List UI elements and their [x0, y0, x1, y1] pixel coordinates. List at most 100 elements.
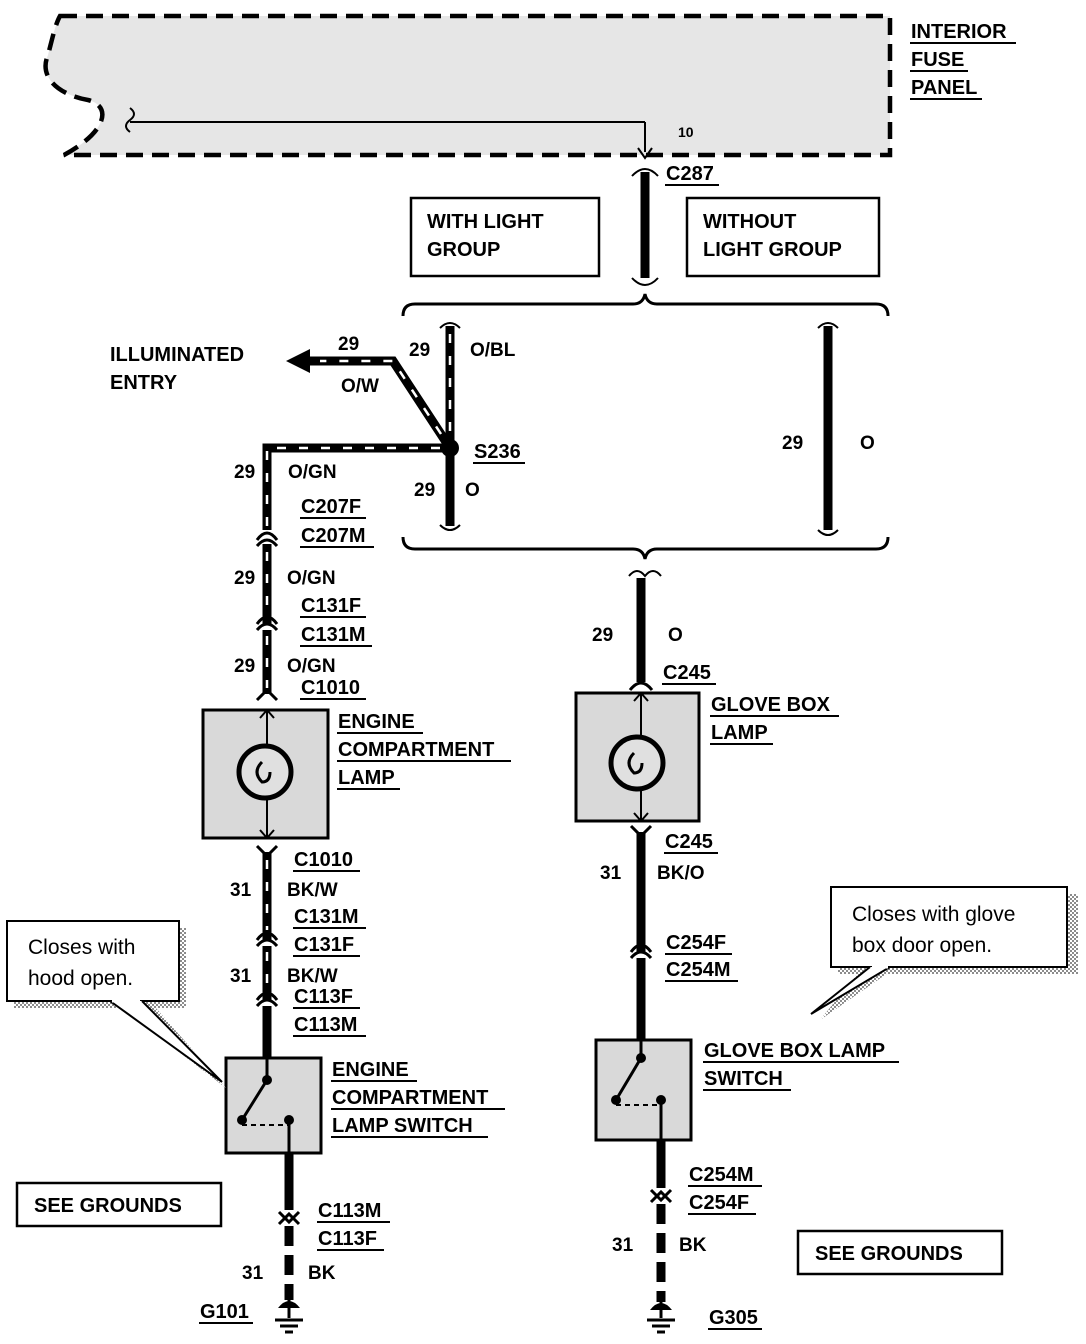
lamp-bulb-icon — [608, 734, 666, 792]
circuit-ogn-mid1-num: 29 — [234, 568, 255, 589]
without-light-group-line1: WITHOUT — [703, 211, 796, 233]
circuit-o-splice-color: O — [465, 480, 480, 501]
c113f-lower-label: C113F — [318, 1228, 377, 1250]
hood-note-callout: Closes with hood open. — [6, 920, 226, 1088]
circuit-bk-left-color: BK — [308, 1263, 336, 1284]
circuit-bk-right-num: 31 — [612, 1235, 634, 1256]
illuminated-entry-color: O/W — [341, 376, 379, 397]
circuit-ogn-top-color: O/GN — [288, 462, 337, 483]
illuminated-entry-line1: ILLUMINATED — [110, 344, 244, 366]
engine-switch-line2: COMPARTMENT — [332, 1087, 488, 1109]
lamp-bulb-icon — [236, 743, 294, 801]
g101-ground-icon — [275, 1300, 303, 1334]
g101-label: G101 — [200, 1301, 249, 1323]
circuit-o-without-color: O — [860, 433, 875, 454]
c254f-lower-label: C254F — [689, 1192, 749, 1214]
hood-note-line1: Closes with — [28, 936, 135, 959]
circuit-ogn-mid1-color: O/GN — [287, 568, 336, 589]
c131m-lower-label: C131M — [294, 906, 358, 928]
circuit-bkw2-num: 31 — [230, 966, 252, 987]
engine-lamp-line3: LAMP — [338, 767, 395, 789]
switch-contact-icon — [614, 1057, 643, 1101]
glove-switch-line2: SWITCH — [704, 1068, 783, 1090]
c131f-lower-label: C131F — [294, 934, 354, 956]
c254m-lower-label: C254M — [689, 1164, 753, 1186]
circuit-ogn-mid2-num: 29 — [234, 656, 255, 677]
glovebox-branch-wiring — [628, 570, 673, 1302]
g305-label: G305 — [709, 1307, 758, 1329]
with-light-group-box: WITH LIGHT GROUP — [409, 196, 601, 278]
circuit-ogn-top-num: 29 — [234, 462, 255, 483]
see-grounds-left: SEE GROUNDS — [15, 1181, 223, 1228]
fuse-panel-title-1: INTERIOR — [911, 21, 1007, 43]
circuit-bkw1-color: BK/W — [287, 880, 338, 901]
c131m-upper-label: C131M — [301, 624, 365, 646]
with-light-group-line2: GROUP — [427, 239, 500, 261]
engine-lamp-line2: COMPARTMENT — [338, 739, 494, 761]
circuit-o-splice-num: 29 — [414, 480, 435, 501]
circuit-bko-color: BK/O — [657, 863, 705, 884]
splice-s236-label: S236 — [474, 441, 521, 463]
with-light-group-line1: WITH LIGHT — [427, 211, 544, 233]
glove-note-line2: box door open. — [852, 934, 992, 957]
engine-compartment-lamp — [201, 708, 330, 840]
c207f-label: C207F — [301, 496, 361, 518]
glove-box-lamp — [574, 691, 701, 823]
engine-lamp-line1: ENGINE — [338, 711, 415, 733]
see-grounds-right-label: SEE GROUNDS — [815, 1243, 963, 1265]
without-light-group-box: WITHOUT LIGHT GROUP — [685, 196, 881, 278]
option-brace-top — [401, 293, 890, 317]
glove-box-lamp-switch — [594, 1038, 693, 1142]
circuit-bko-num: 31 — [600, 863, 622, 884]
engine-switch-line1: ENGINE — [332, 1059, 409, 1081]
c113m-upper-label: C113M — [294, 1014, 357, 1036]
circuit-o-glove-num: 29 — [592, 625, 613, 646]
fuse-panel-title-3: PANEL — [911, 77, 977, 99]
glove-lamp-line1: GLOVE BOX — [711, 694, 831, 716]
hood-note-line2: hood open. — [28, 967, 133, 990]
circuit-o-without-num: 29 — [782, 433, 803, 454]
without-light-group-line2: LIGHT GROUP — [703, 239, 842, 261]
fuse-panel-title-2: FUSE — [911, 49, 964, 71]
c245-lower-label: C245 — [665, 831, 713, 853]
circuit-ogn-mid2-color: O/GN — [287, 656, 336, 677]
c245-upper-label: C245 — [663, 662, 711, 684]
c254f-upper-label: C254F — [666, 932, 726, 954]
glove-note-callout: Closes with glove box door open. — [810, 886, 1078, 1020]
fuse-break-icon — [125, 107, 135, 133]
c1010-lower-label: C1010 — [294, 849, 353, 871]
engine-compartment-lamp-switch — [224, 1056, 323, 1155]
circuit-bk-right-color: BK — [679, 1235, 707, 1256]
circuit-bkw1-num: 31 — [230, 880, 252, 901]
splice-s236-dot — [441, 439, 459, 457]
circuit-obl-color: O/BL — [470, 340, 516, 361]
interior-fuse-panel: 10 INTERIOR FUSE PANEL — [43, 13, 1016, 160]
option-brace-bottom — [401, 536, 890, 560]
circuit-o-glove-color: O — [668, 625, 683, 646]
c1010-upper-label: C1010 — [301, 677, 360, 699]
glove-lamp-line2: LAMP — [711, 722, 768, 744]
g305-ground-icon — [647, 1302, 675, 1334]
engine-branch-wiring — [255, 531, 301, 1300]
glove-switch-line1: GLOVE BOX LAMP — [704, 1040, 885, 1062]
without-light-wiring — [817, 322, 839, 536]
c287-connector: C287 — [631, 163, 719, 286]
c131f-upper-label: C131F — [301, 595, 361, 617]
with-light-wiring — [262, 322, 461, 531]
fuse-number: 10 — [678, 124, 694, 140]
c207m-label: C207M — [301, 525, 365, 547]
illuminated-entry-line2: ENTRY — [110, 372, 178, 394]
switch-contact-icon — [240, 1079, 269, 1121]
c287-label: C287 — [666, 163, 714, 185]
c254m-upper-label: C254M — [666, 959, 730, 981]
glove-note-line1: Closes with glove — [852, 903, 1015, 926]
c113m-lower-label: C113M — [318, 1200, 381, 1222]
c113f-upper-label: C113F — [294, 986, 353, 1008]
see-grounds-right: SEE GROUNDS — [796, 1229, 1004, 1276]
illuminated-entry-circuit: 29 — [338, 334, 359, 355]
engine-switch-line3: LAMP SWITCH — [332, 1115, 473, 1137]
see-grounds-left-label: SEE GROUNDS — [34, 1195, 182, 1217]
circuit-obl-num: 29 — [409, 340, 430, 361]
circuit-bkw2-color: BK/W — [287, 966, 338, 987]
